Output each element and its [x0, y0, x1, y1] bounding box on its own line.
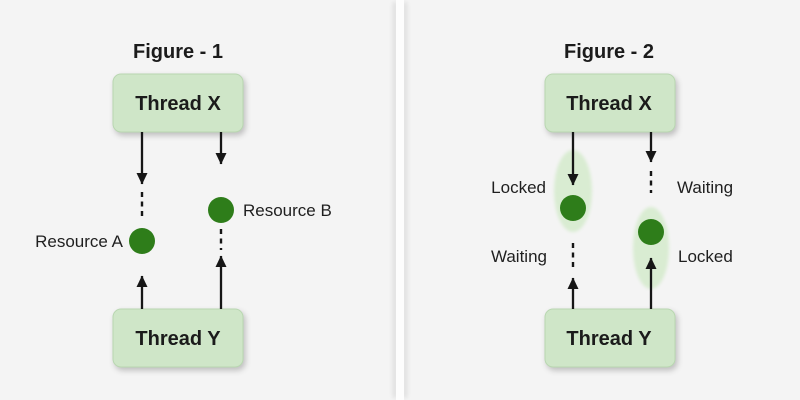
fig2-thread-x-box — [544, 73, 676, 133]
fig1-thread-y-box — [112, 308, 244, 368]
fig1-resource-b-label: Resource B — [243, 201, 332, 220]
fig1-resource-a-circle — [129, 228, 155, 254]
fig1-thread-x-label: Thread X — [135, 93, 221, 115]
fig2-thread-y-label: Thread Y — [566, 328, 652, 350]
figure2-title: Figure - 2 — [564, 41, 654, 63]
fig1-thread-x-box — [112, 73, 244, 133]
fig2-resource-circle-left — [560, 195, 586, 221]
fig1-resource-b-circle — [208, 197, 234, 223]
fig2-thread-y-box — [544, 308, 676, 368]
fig1-thread-y-label: Thread Y — [135, 328, 221, 350]
figure1-panel: Figure - 1 Thread X Thread Y Resource A … — [35, 41, 332, 368]
fig2-thread-x-label: Thread X — [566, 93, 652, 115]
panel-divider — [396, 0, 404, 400]
fig2-locked-top-label: Locked — [491, 178, 546, 197]
fig1-resource-a-label: Resource A — [35, 232, 124, 251]
fig2-waiting-bottom-label: Waiting — [491, 247, 547, 266]
figure1-title: Figure - 1 — [133, 41, 223, 63]
fig2-locked-bottom-label: Locked — [678, 247, 733, 266]
fig2-waiting-top-label: Waiting — [677, 178, 733, 197]
fig2-resource-circle-right — [638, 219, 664, 245]
figure2-panel: Figure - 2 Thread X Thread Y Locked Wait… — [491, 41, 733, 368]
